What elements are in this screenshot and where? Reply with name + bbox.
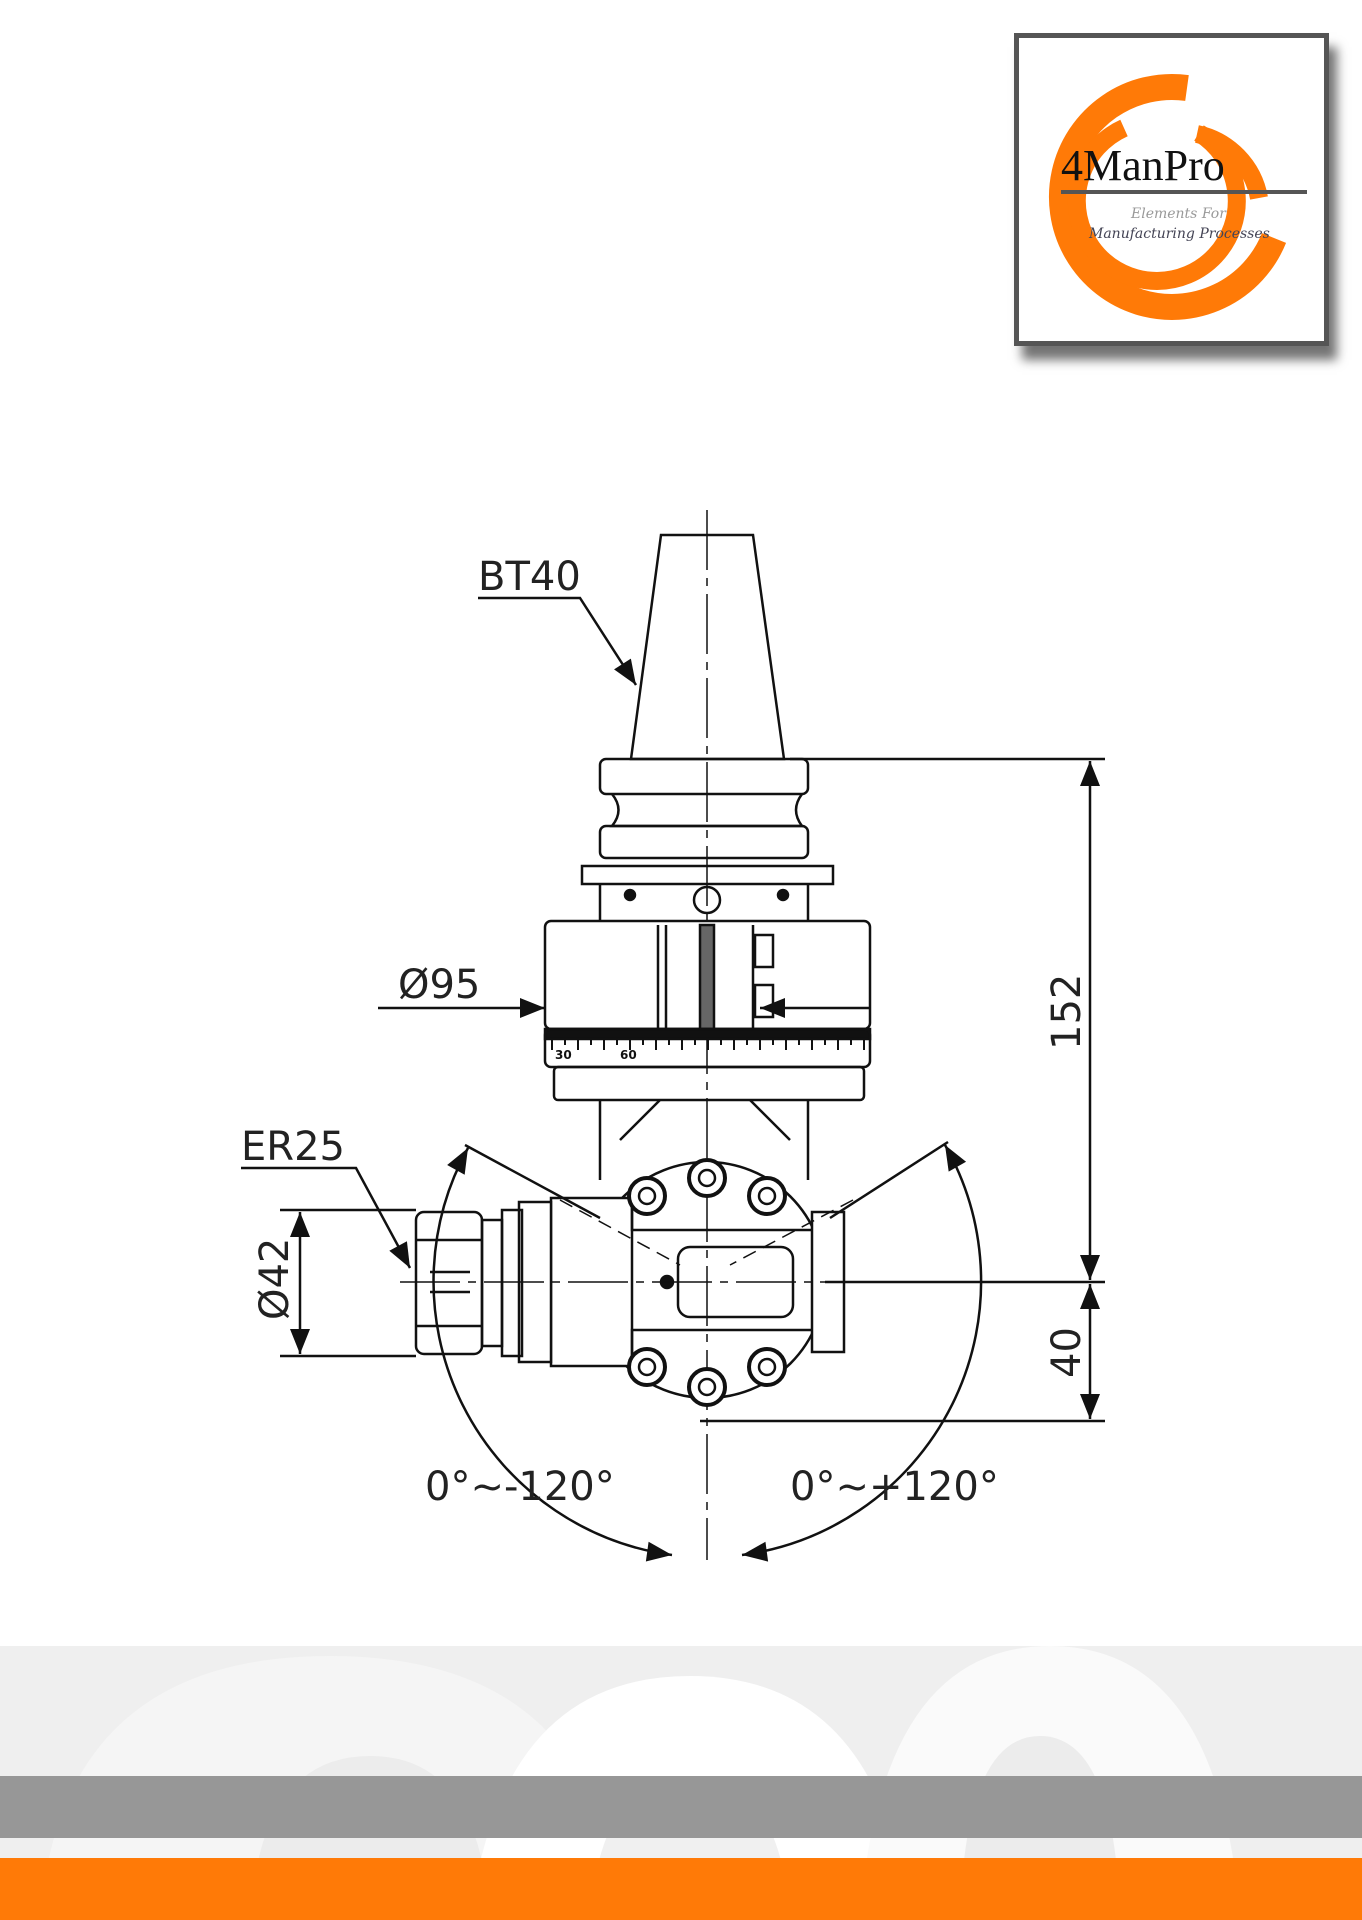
bolt-icon	[687, 1367, 727, 1407]
bt40-label: BT40	[478, 554, 581, 600]
dial-mark-30: 30	[555, 1048, 572, 1062]
dial-ticks	[551, 1039, 865, 1050]
height-40-label: 40	[1044, 1327, 1090, 1378]
lower-ring	[552, 1065, 866, 1102]
bolt-icon	[627, 1176, 667, 1216]
footer-orange-band	[0, 1858, 1362, 1920]
neck	[598, 1099, 810, 1180]
er25-label: ER25	[241, 1124, 345, 1170]
main-body	[543, 919, 872, 1031]
flange	[580, 757, 835, 921]
bolt-icon	[687, 1158, 727, 1198]
logo-graphic: 4ManPro Elements For Manufacturing Proce…	[1048, 73, 1307, 320]
diameter-95-label: Ø95	[398, 962, 480, 1008]
bt40-leader	[478, 596, 638, 686]
footer-gray-band	[0, 1776, 1362, 1838]
er25-collet	[414, 1208, 524, 1358]
angle-right-label: 0°~+120°	[790, 1464, 999, 1510]
logo-brand-text: 4ManPro	[1061, 141, 1225, 190]
dial-mark-60: 60	[620, 1048, 637, 1062]
diameter-42-label: Ø42	[252, 1238, 298, 1320]
bolt-hole-icon	[697, 1168, 717, 1188]
bolt-icon	[747, 1176, 787, 1216]
logo-underline	[1061, 190, 1307, 194]
technical-drawing: BT40 Ø95 ER25 Ø42 152 40 0°~-120° 0°~+12…	[241, 510, 1105, 1562]
angle-arc-left	[432, 1147, 673, 1562]
angle-arc-right	[741, 1144, 983, 1562]
bolt-icon	[627, 1347, 667, 1387]
bolt-icon	[747, 1347, 787, 1387]
bolt-hole-icon	[697, 1377, 717, 1397]
logo-tagline-2: Manufacturing Processes	[1088, 226, 1270, 242]
logo-tagline-1: Elements For	[1130, 206, 1227, 222]
height-152-label: 152	[1044, 974, 1090, 1050]
company-logo: 4ManPro Elements For Manufacturing Proce…	[1014, 33, 1329, 346]
angle-left-label: 0°~-120°	[425, 1464, 615, 1510]
